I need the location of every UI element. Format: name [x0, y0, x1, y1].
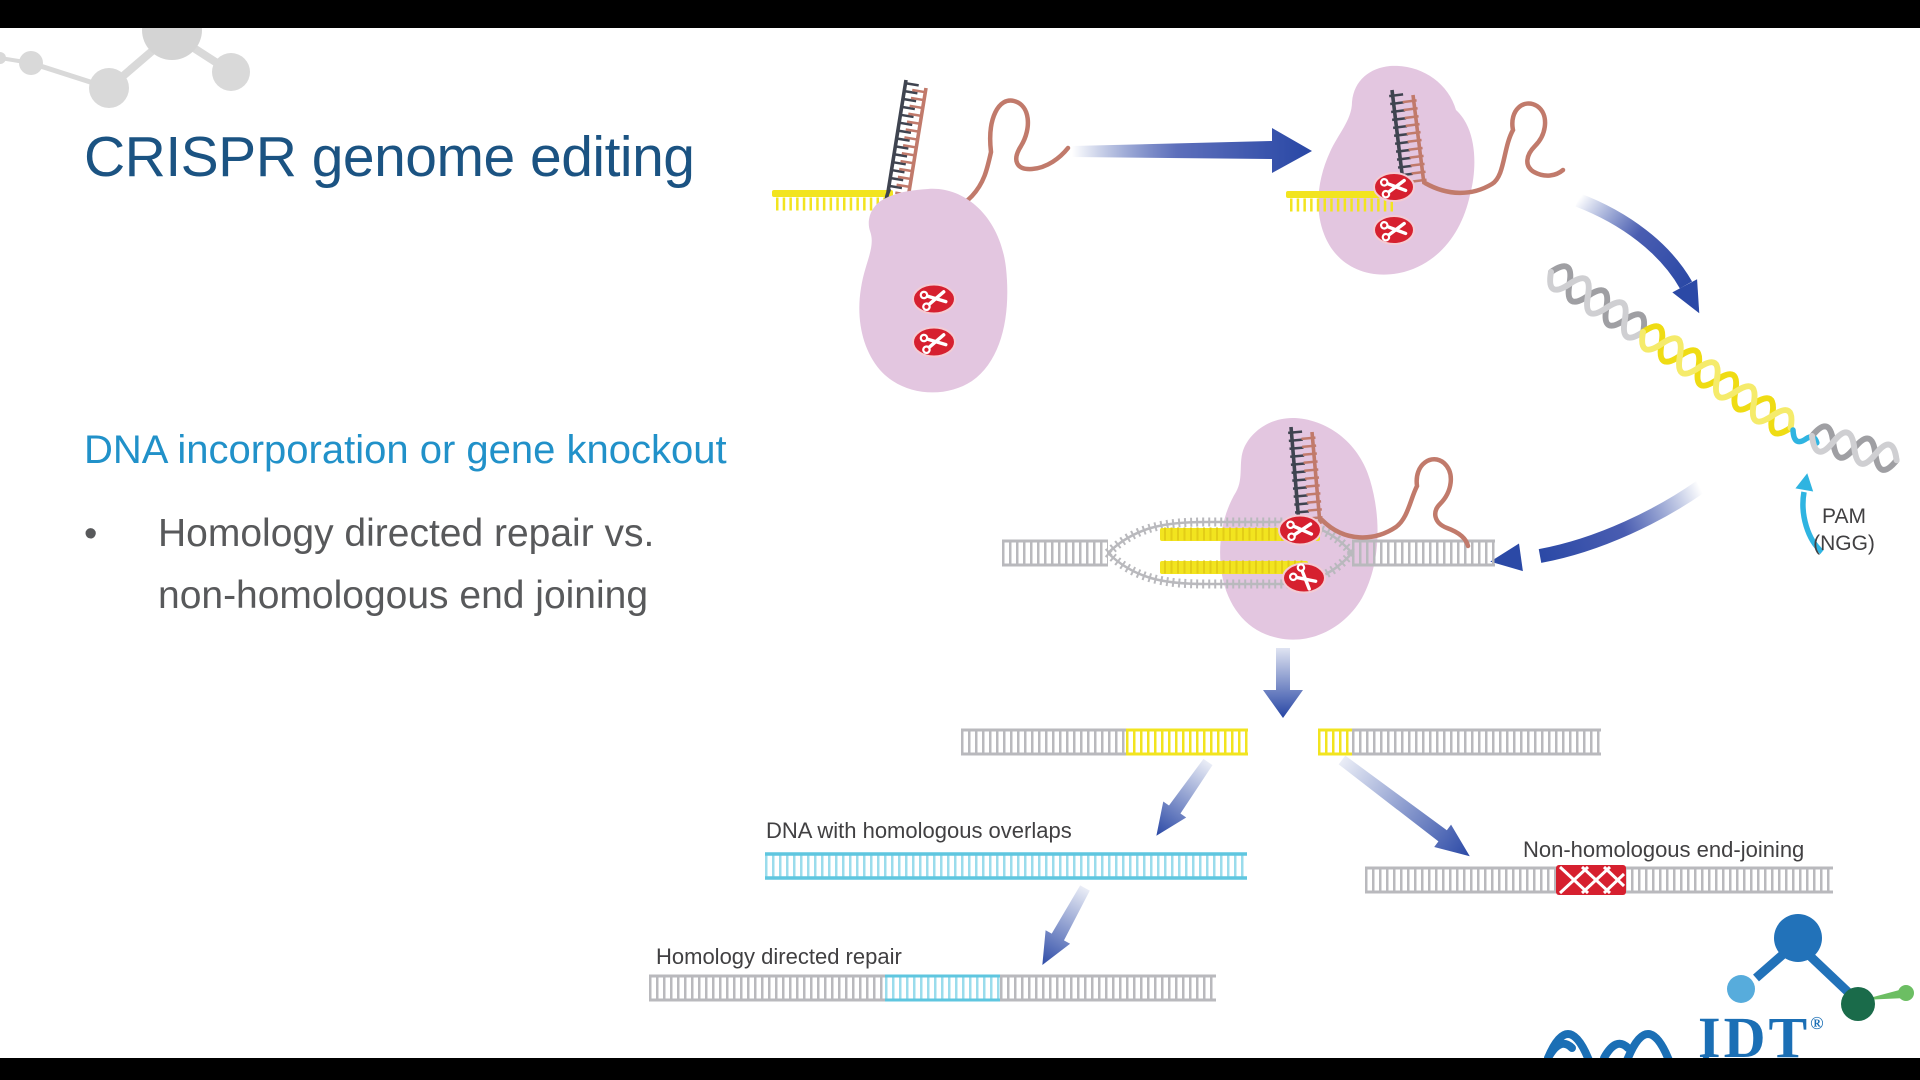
arrow-branch-left: [1156, 758, 1213, 836]
pam-line-1: PAM: [1822, 505, 1866, 528]
donor-dna-strand: [765, 852, 1247, 880]
pam-line-2: (NGG): [1813, 532, 1875, 555]
arrow-hdr: [1042, 885, 1090, 965]
cas9-protein-free: [859, 188, 1008, 393]
bullet-line-1: Homology directed repair vs.: [158, 512, 655, 555]
donor-dna-label: DNA with homologous overlaps: [766, 818, 1072, 843]
idt-logo-molecule: [1727, 914, 1914, 1021]
bullet-item: • Homology directed repair vs. non-homol…: [84, 503, 654, 627]
arrow-right: [1072, 128, 1312, 173]
letterbox-bottom: [0, 1058, 1920, 1080]
scissors-icon: [912, 283, 956, 358]
nhej-label: Non-homologous end-joining: [1523, 837, 1805, 862]
pam-arrow: [1795, 473, 1824, 555]
subtitle: DNA incorporation or gene knockout: [84, 428, 727, 472]
hdr-result-strand: [649, 974, 1216, 1002]
dna-unwound-complex: [1002, 417, 1495, 640]
arrow-curve-down: [1575, 193, 1700, 314]
bullet-marker: •: [84, 513, 98, 555]
arrow-down: [1263, 648, 1303, 718]
bullet-line-2: non-homologous end joining: [158, 574, 649, 617]
nhej-error-site: [1556, 865, 1626, 895]
letterbox-top: [0, 0, 1920, 28]
registered-mark: ®: [1810, 1013, 1824, 1033]
double-strand-break-fragments: [961, 728, 1601, 756]
rnp-complex: [1286, 65, 1566, 275]
scissors-icon: [1373, 172, 1415, 245]
arrow-curve-left: [1490, 481, 1705, 572]
hdr-label: Homology directed repair: [656, 944, 902, 969]
nhej-result-strand: [1365, 865, 1833, 895]
pam-label: PAM (NGG): [1796, 503, 1892, 557]
scissors-icon: [1278, 514, 1326, 594]
genomic-dna-helix: [1547, 263, 1900, 473]
arrow-branch-right: [1338, 755, 1470, 857]
bullet-text: Homology directed repair vs. non-homolog…: [158, 503, 654, 627]
page-title: CRISPR genome editing: [84, 125, 695, 189]
